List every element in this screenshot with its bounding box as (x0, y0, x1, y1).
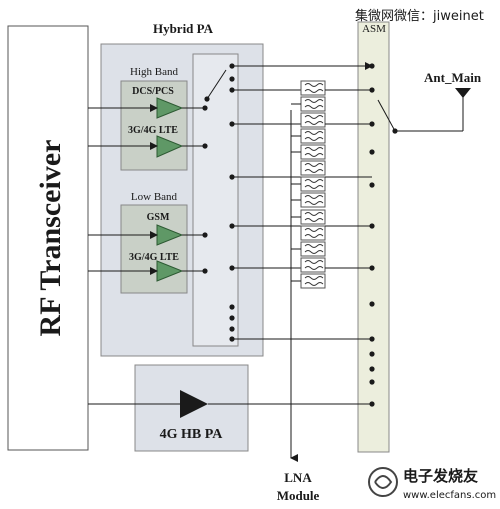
pa-switch-box (192, 53, 239, 347)
saw-filter-wave-icon (304, 83, 324, 93)
asm-port-dot (369, 87, 375, 93)
gsm-switch-port-dot (202, 232, 208, 238)
saw-filter-box (300, 176, 326, 192)
asm-port-dot (369, 223, 375, 229)
asm-box (357, 21, 390, 453)
hb-4g-pa-block: 4G HB PA (134, 364, 249, 452)
saw-filter-wave-icon (304, 115, 324, 125)
asm-label: ASM (362, 23, 386, 35)
asm-port-dot (369, 265, 375, 271)
lna-label-line2: Module (277, 488, 320, 503)
saw-filter-wave-icon (304, 276, 324, 286)
asm-port-dot (369, 301, 375, 307)
logo-text: 电子发烧友 (403, 467, 478, 485)
asm-switch-throw-line (377, 99, 396, 132)
asm-port-dot (369, 182, 375, 188)
lb-3g4g-lte-label: 3G/4G LTE (129, 252, 179, 263)
saw-filter-box (300, 80, 326, 96)
saw-filter-box (300, 128, 326, 144)
asm-port-dot (369, 366, 375, 372)
asm-port-dot (369, 351, 375, 357)
low-band-label: Low Band (131, 191, 178, 203)
saw-filter-box (300, 112, 326, 128)
antenna-icon (455, 88, 471, 98)
low-band-box (120, 204, 188, 294)
saw-filter-box (300, 225, 326, 241)
pa-switch-output-dot (229, 315, 235, 321)
asm-port-dot (369, 149, 375, 155)
lna-label-line1: LNA (284, 470, 312, 485)
hb-3g4g-lte-label: 3G/4G LTE (128, 125, 178, 136)
pa-switch-output-dot (229, 76, 235, 82)
hybrid-pa-block: Hybrid PA High Band DCS/PCS 3G/4G LTE Lo… (100, 21, 264, 357)
rf-transceiver-block: RF Transceiver (7, 25, 89, 451)
saw-filter-box (300, 257, 326, 273)
saw-filter-wave-icon (304, 179, 324, 189)
dcs-pcs-label: DCS/PCS (132, 86, 174, 97)
asm-port-dot (369, 121, 375, 127)
asm-port-dot (369, 379, 375, 385)
hb-lte-switch-port-dot (202, 143, 208, 149)
pa-switch-output-dot (229, 304, 235, 310)
hb-4g-pa-amplifier-icon (180, 390, 208, 418)
hybrid-pa-title: Hybrid PA (153, 21, 214, 36)
saw-filter-box (300, 192, 326, 208)
saw-filter-wave-icon (304, 244, 324, 254)
asm-block: ASM (357, 21, 390, 453)
pa-switch-throw-line (206, 69, 227, 100)
pa-switch-output-dot (229, 326, 235, 332)
high-band-label: High Band (130, 66, 178, 78)
rf-transceiver-box (7, 25, 89, 451)
saw-filter-wave-icon (304, 131, 324, 141)
logo-swirl-icon (374, 475, 393, 489)
hb-4g-pa-label: 4G HB PA (160, 427, 224, 442)
dcs-pcs-switch-port-dot (202, 105, 208, 111)
saw-filter-box (300, 241, 326, 257)
watermark-text: 集微网微信：jiweinet (355, 8, 484, 24)
saw-filter-wave-icon (304, 99, 324, 109)
saw-filter-box (300, 273, 326, 289)
saw-filter-wave-icon (304, 195, 324, 205)
asm-port-dot (369, 401, 375, 407)
saw-filter-box (300, 144, 326, 160)
logo-url: www.elecfans.com (403, 490, 496, 501)
gsm-label: GSM (147, 212, 170, 223)
ant-main-label: Ant_Main (424, 70, 482, 85)
saw-filter-wave-icon (304, 212, 324, 222)
rf-transceiver-label: RF Transceiver (34, 140, 67, 337)
asm-port-dot (369, 336, 375, 342)
elecfans-logo: 电子发烧友 www.elecfans.com (368, 467, 496, 501)
signal-wiring (88, 62, 471, 462)
saw-filter-box (300, 209, 326, 225)
saw-filter-wave-icon (304, 163, 324, 173)
asm-port-dot (369, 63, 375, 69)
high-band-box (120, 80, 188, 171)
lb-lte-switch-port-dot (202, 268, 208, 274)
saw-filter-wave-icon (304, 147, 324, 157)
saw-filter-box (300, 160, 326, 176)
saw-filter-wave-icon (304, 260, 324, 270)
logo-circle-icon (368, 467, 398, 497)
saw-filter-box (300, 96, 326, 112)
saw-filter-wave-icon (304, 228, 324, 238)
